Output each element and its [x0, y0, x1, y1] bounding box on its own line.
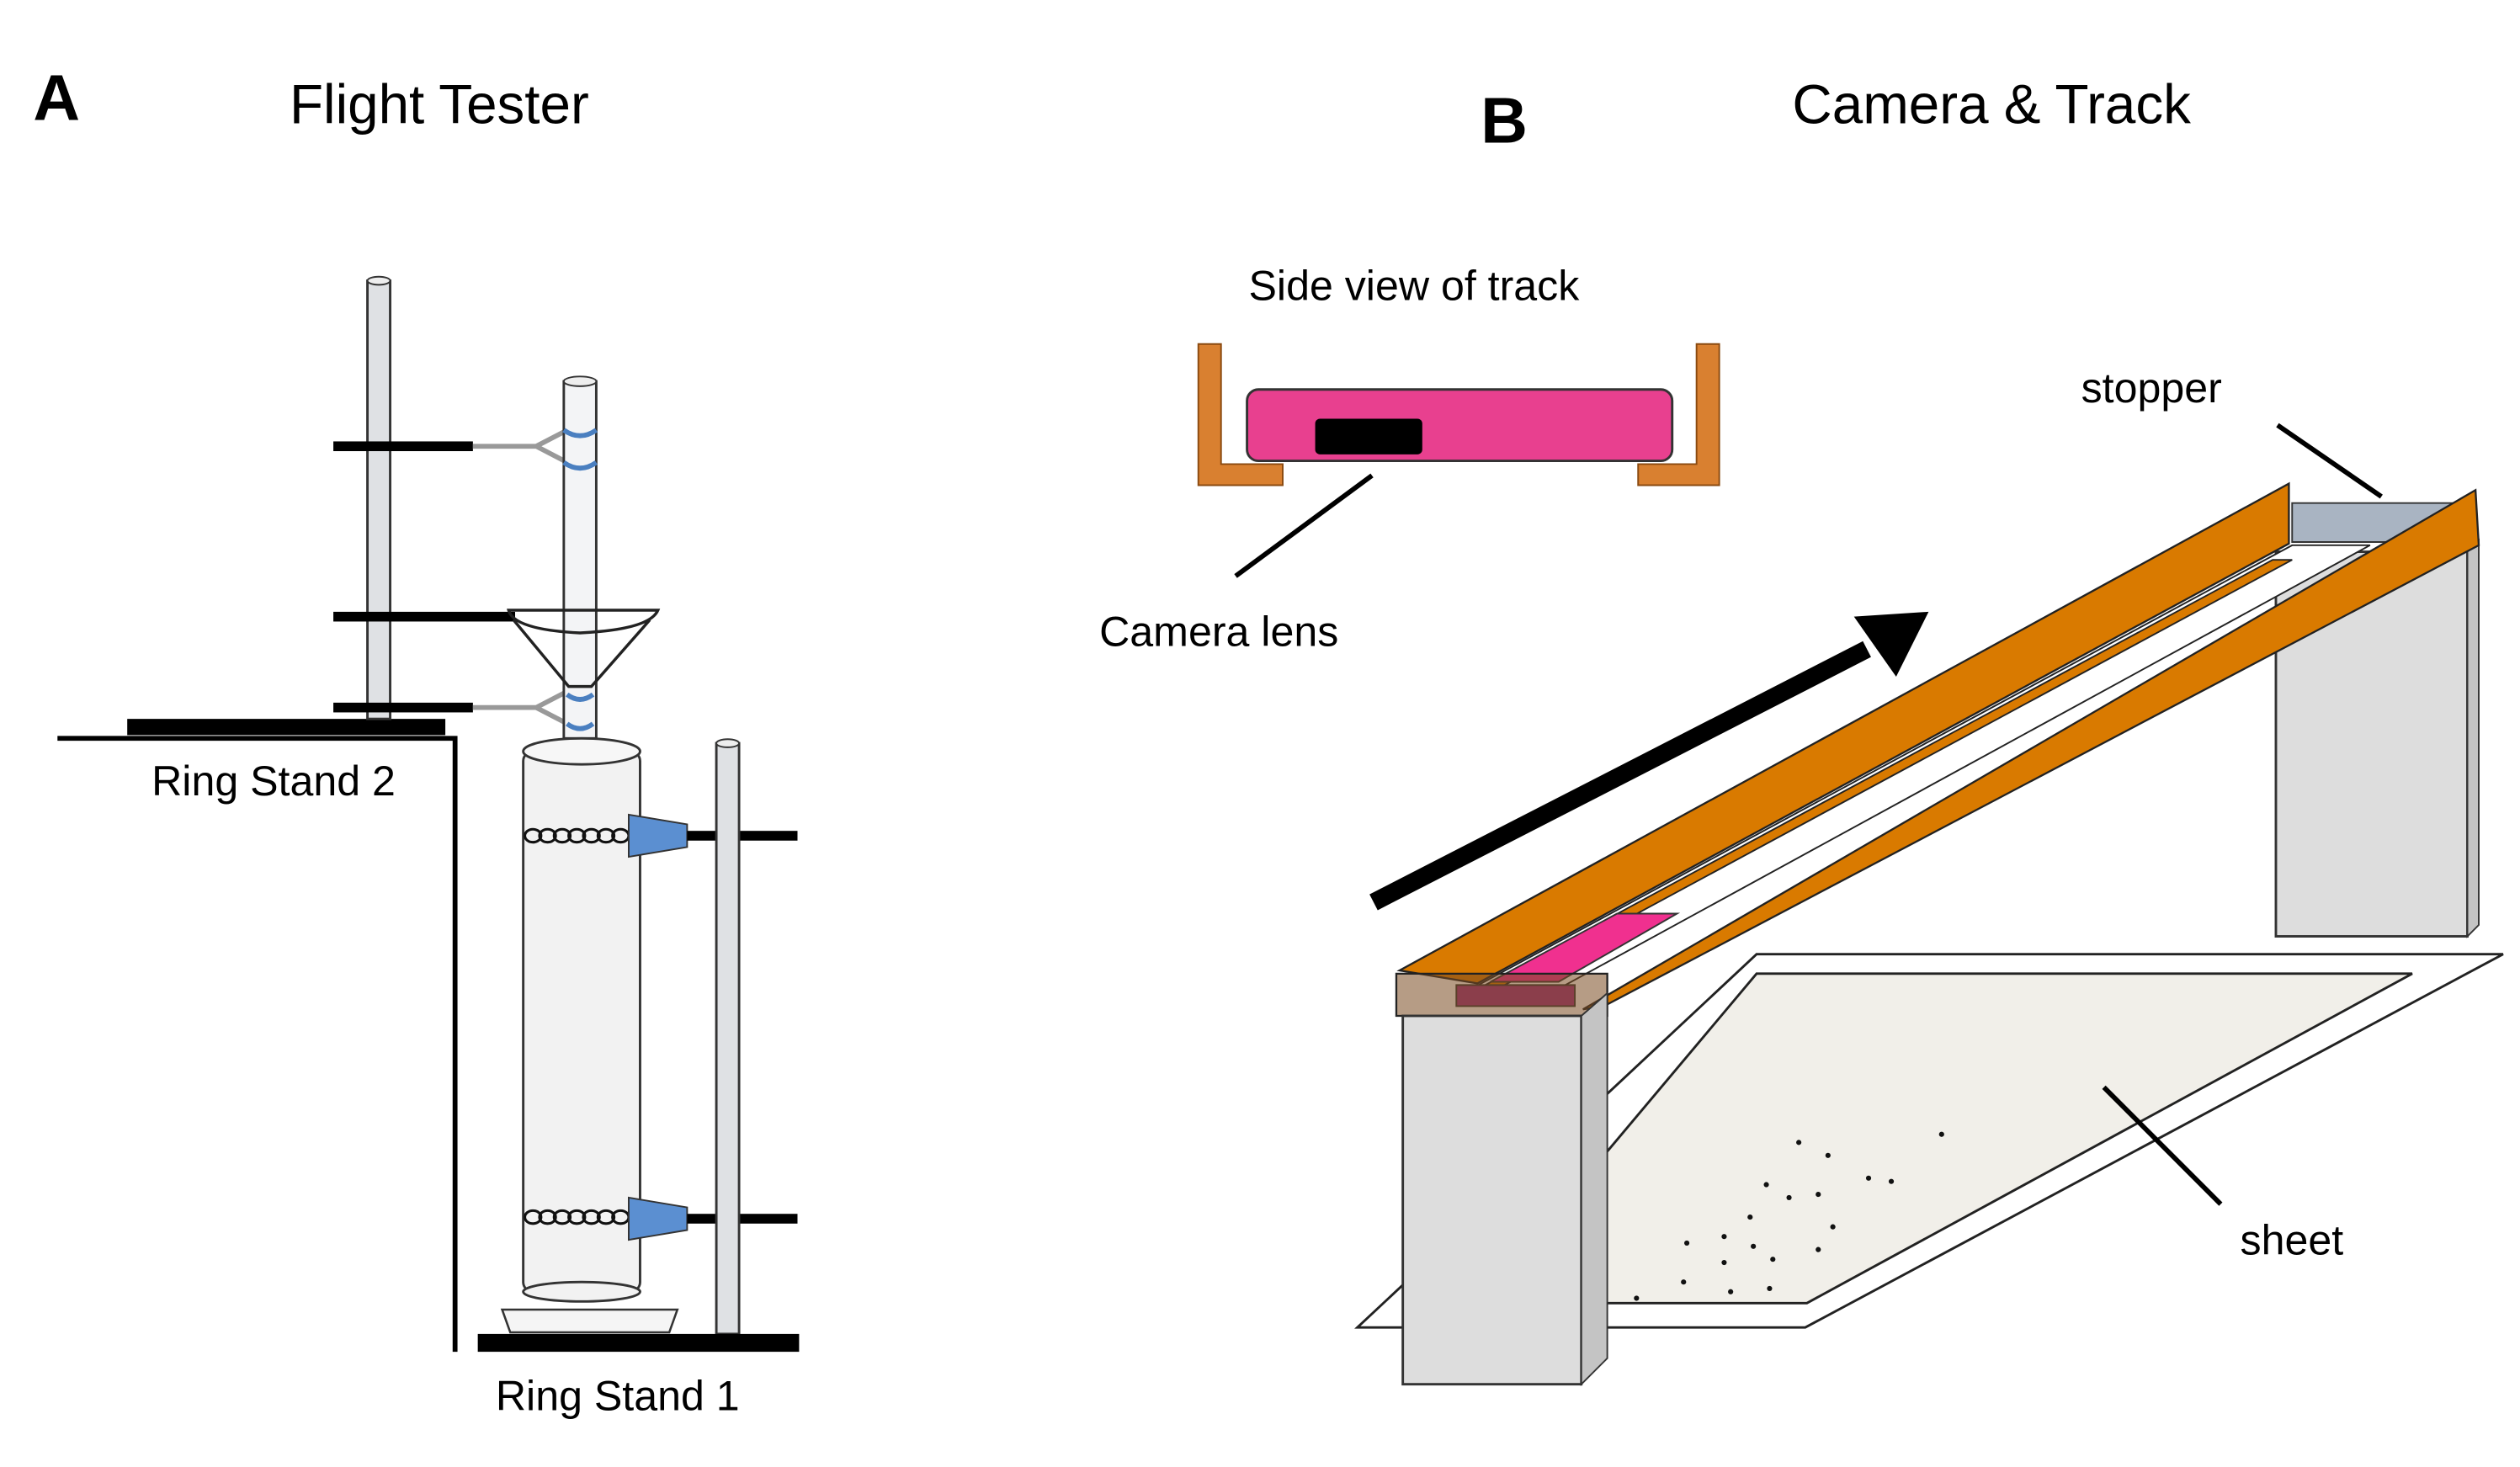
insect-dots	[1634, 1131, 1944, 1301]
panel-a-letter: A	[33, 62, 80, 135]
ring-stand-2-label: Ring Stand 2	[152, 757, 396, 805]
ring-stand-1-base	[477, 1333, 800, 1353]
ring-stand-2-rod	[366, 279, 391, 720]
sheet-label: sheet	[2241, 1216, 2344, 1263]
sheet-pointer	[2102, 1085, 2223, 1206]
tube-ring-1	[562, 428, 598, 439]
clamp-arm-upper	[333, 441, 473, 452]
direction-arrow-shaft	[1369, 640, 1871, 911]
clamp-arm-lower	[333, 702, 473, 713]
tube-ring-2	[562, 460, 598, 471]
clamp-arm-rs1-lower	[687, 1214, 798, 1224]
side-camera-body	[1246, 388, 1674, 463]
blue-clamp-lower	[628, 1196, 688, 1241]
clamp-arm-middle	[333, 611, 516, 622]
ring-stand-2-rod-top	[366, 275, 391, 286]
stopper-label: stopper	[2081, 364, 2222, 412]
bench-edge	[57, 736, 458, 1353]
side-track-left	[1197, 343, 1284, 486]
panel-b-title: Camera & Track	[1792, 74, 2191, 136]
flight-cylinder-top	[522, 736, 641, 766]
clamp-prong-lower	[472, 684, 578, 731]
release-tube-top	[562, 375, 598, 387]
panel-b: B Camera & Track Side view of track Came…	[1099, 74, 2504, 1386]
funnel	[507, 609, 661, 688]
panel-a: A Flight Tester	[33, 62, 800, 1420]
ring-stand-2-base	[127, 719, 446, 736]
tube-ring-4	[565, 721, 595, 731]
ring-stand-1-rod-top	[715, 738, 741, 748]
camera-lens-pointer	[1234, 473, 1374, 578]
camera-lens-label: Camera lens	[1099, 608, 1338, 655]
blue-clamp-upper	[628, 813, 688, 858]
chain-lower	[524, 1209, 630, 1225]
clamp-arm-rs1-upper	[687, 831, 798, 841]
collection-dish	[500, 1308, 679, 1334]
clamp-prong-upper	[472, 423, 578, 470]
stopper-pointer	[2276, 423, 2383, 499]
support-left	[1401, 1014, 1583, 1386]
ring-stand-1-label: Ring Stand 1	[496, 1373, 740, 1420]
side-view-label: Side view of track	[1249, 263, 1581, 310]
tube-ring-3	[565, 692, 595, 702]
direction-arrow-head	[1853, 611, 1929, 678]
track-front-end	[1395, 972, 1608, 1018]
panel-a-title: Flight Tester	[290, 74, 589, 136]
side-track-right	[1637, 343, 1720, 486]
side-camera-lens	[1315, 418, 1422, 454]
support-right-side	[2466, 538, 2480, 938]
panel-b-letter: B	[1481, 85, 1528, 157]
ring-stand-1-rod	[715, 741, 741, 1336]
support-left-side	[1580, 991, 1608, 1386]
flight-cylinder-bottom	[522, 1280, 641, 1303]
